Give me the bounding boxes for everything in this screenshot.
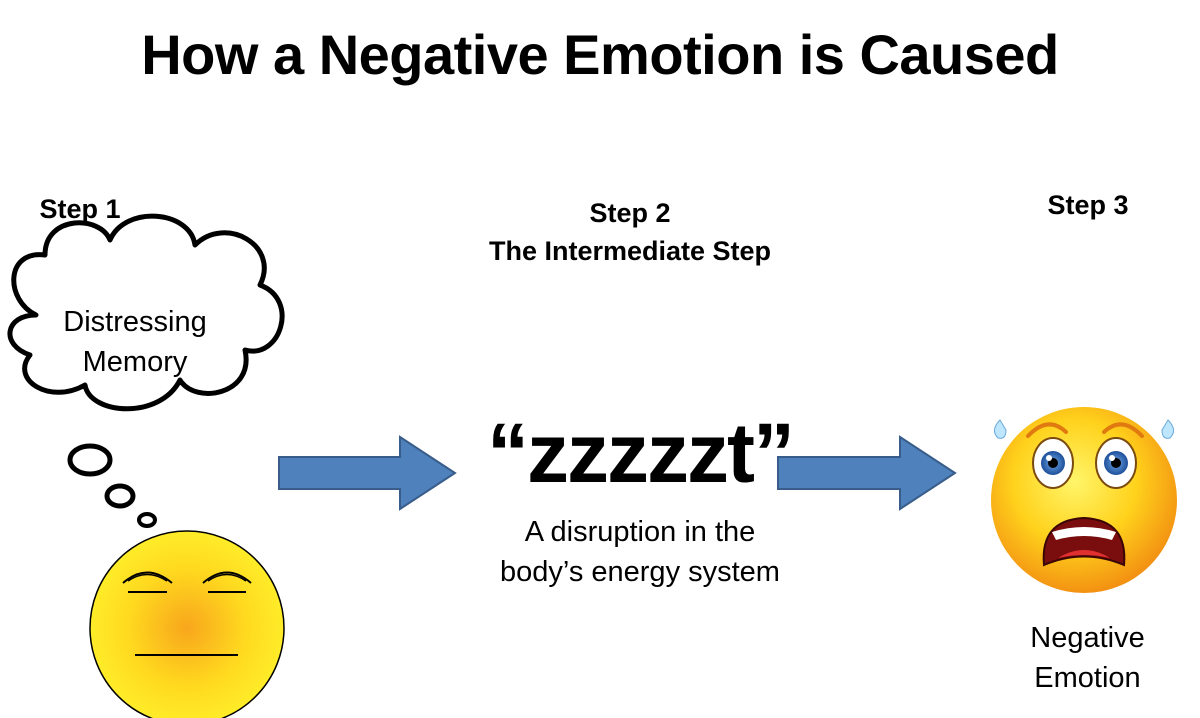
step-2-heading: Step 2 bbox=[589, 198, 671, 228]
right-arrow-icon bbox=[278, 435, 457, 511]
step-2-subheading: The Intermediate Step bbox=[488, 236, 772, 266]
step-3-heading: Step 3 bbox=[1047, 190, 1129, 220]
neutral-face-icon bbox=[89, 530, 285, 718]
page-title: How a Negative Emotion is Caused bbox=[141, 23, 1059, 86]
step-1-caption: Distressing Memory bbox=[63, 306, 207, 378]
step-2-header: Step 2 The Intermediate Step bbox=[430, 194, 830, 270]
right-arrow-icon bbox=[777, 435, 957, 511]
thought-cloud-icon bbox=[7, 213, 285, 528]
scared-face-icon bbox=[991, 407, 1177, 593]
step-2-caption: A disruption in the body’s energy system bbox=[500, 516, 780, 588]
step-3-caption: Negative Emotion bbox=[1030, 622, 1145, 694]
step-1-heading: Step 1 bbox=[39, 194, 121, 224]
zzzzzt-text: “zzzzzt” bbox=[487, 406, 795, 500]
